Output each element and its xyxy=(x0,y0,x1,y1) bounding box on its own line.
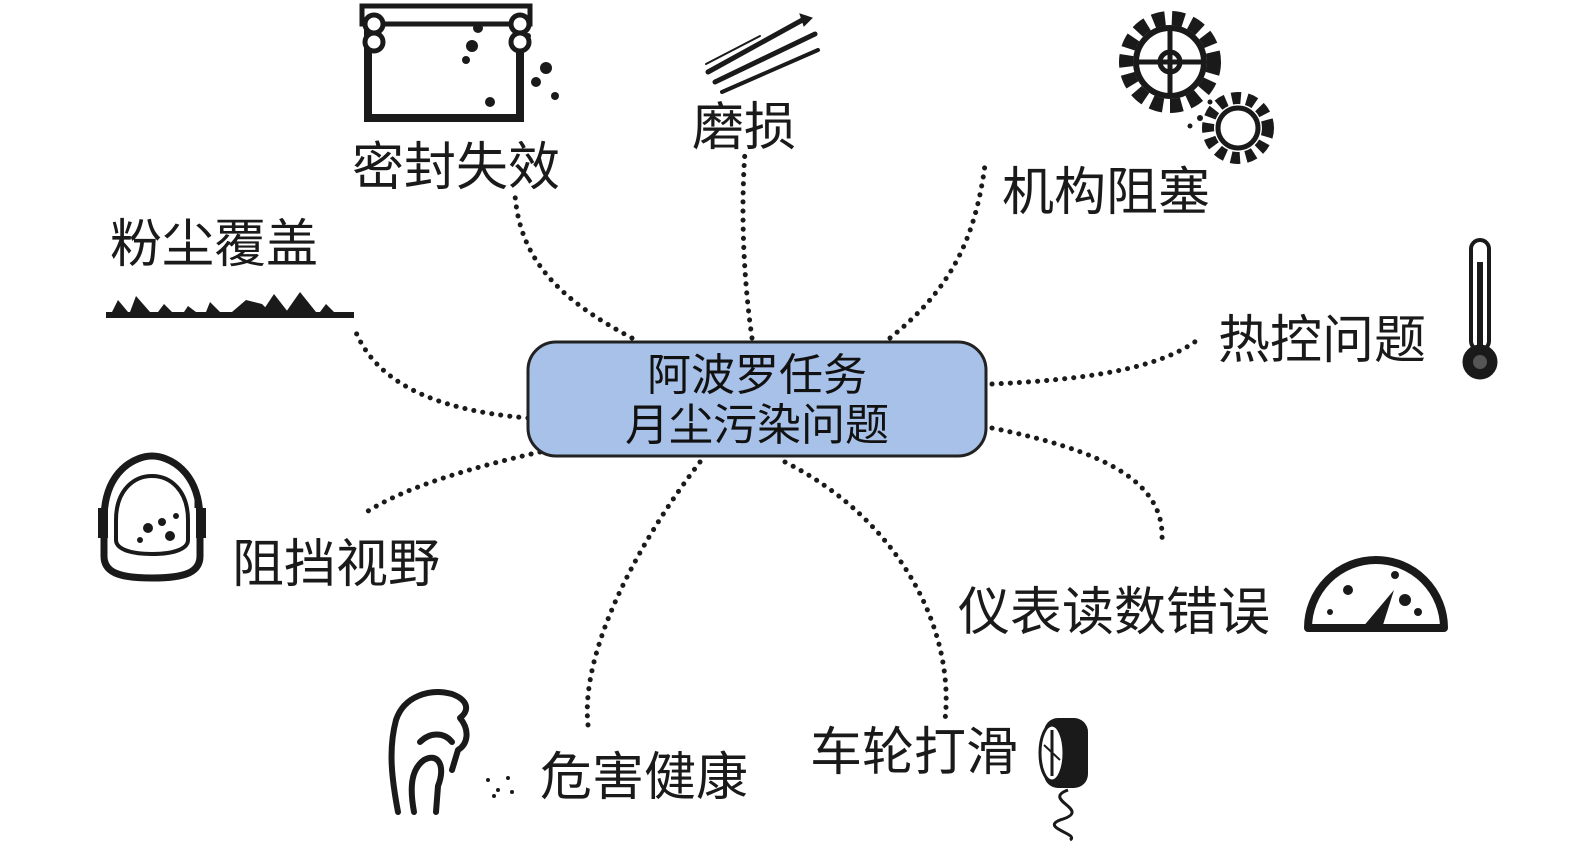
human-head-icon xyxy=(388,689,514,815)
thermometer-icon xyxy=(1462,238,1498,380)
label-wear: 磨损 xyxy=(692,98,796,158)
label-jam: 机构阻塞 xyxy=(1002,163,1210,223)
connectors xyxy=(352,149,1203,728)
abrasion-streaks-icon xyxy=(705,13,820,94)
center-box xyxy=(526,340,988,458)
connector-vision xyxy=(362,449,543,516)
connector-health xyxy=(584,459,703,728)
helmet-icon xyxy=(98,452,206,582)
label-health: 危害健康 xyxy=(540,748,748,808)
center-title-line1: 阿波罗任务 xyxy=(647,350,867,401)
label-wheel: 车轮打滑 xyxy=(810,723,1018,783)
dust-layer-icon xyxy=(106,292,354,318)
connector-thermal xyxy=(989,335,1203,387)
label-thermal: 热控问题 xyxy=(1218,311,1426,371)
connector-coverage xyxy=(352,327,531,421)
label-coverage: 粉尘覆盖 xyxy=(110,215,318,275)
label-vision: 阻挡视野 xyxy=(232,535,440,595)
gears-icon xyxy=(1119,11,1274,164)
connector-instrument xyxy=(989,425,1165,543)
center-title-line2: 月尘污染问题 xyxy=(625,400,889,451)
label-instrument: 仪表读数错误 xyxy=(958,583,1270,643)
gauge-icon xyxy=(1304,556,1448,632)
label-seal: 密封失效 xyxy=(352,138,560,198)
connector-seal xyxy=(512,192,635,341)
sealed-container-icon xyxy=(359,3,559,122)
tire-icon xyxy=(1038,718,1088,842)
connector-jam xyxy=(887,162,988,341)
connector-wheel xyxy=(782,459,949,723)
connector-wear xyxy=(740,149,755,341)
